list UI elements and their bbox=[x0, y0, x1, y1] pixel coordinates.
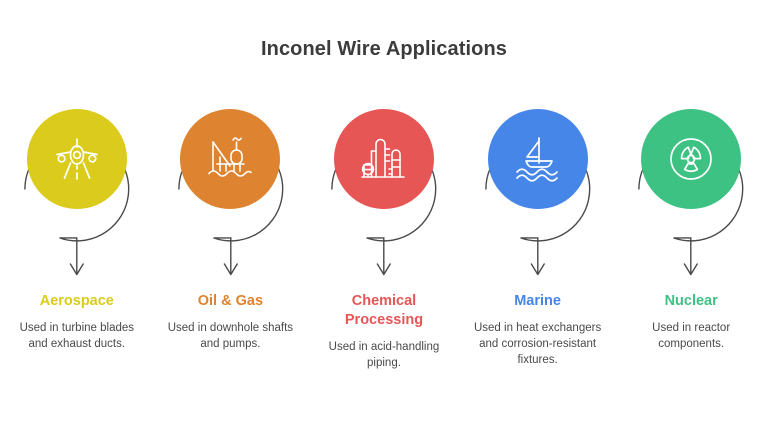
label-desc-nuclear: Used in reactor components. bbox=[652, 322, 731, 350]
radiation-trefoil-icon bbox=[670, 138, 713, 180]
icon-row bbox=[0, 92, 768, 287]
icon-disc-chemical-processing bbox=[333, 109, 434, 209]
node-oil-and-gas bbox=[154, 92, 308, 287]
page-title: Inconel Wire Applications bbox=[260, 38, 508, 60]
label-block-nuclear: Nuclear Used in reactor components. bbox=[614, 292, 768, 352]
node-nuclear bbox=[614, 92, 768, 287]
icon-disc-aerospace bbox=[26, 109, 127, 209]
icon-disc-oil-and-gas bbox=[180, 109, 281, 209]
label-row: Aerospace Used in turbine blades and exh… bbox=[0, 292, 768, 371]
icon-disc-marine bbox=[487, 109, 588, 209]
label-block-chemical-processing: Chemical Processing Used in acid-handlin… bbox=[307, 292, 461, 371]
column-chemical-processing[interactable] bbox=[307, 92, 461, 287]
icon-disc-nuclear bbox=[641, 109, 742, 209]
node-chemical-processing bbox=[307, 92, 461, 287]
offshore-oil-rig-icon bbox=[208, 137, 253, 177]
label-block-marine: Marine Used in heat exchangers and corro… bbox=[461, 292, 615, 368]
label-block-oil-and-gas: Oil & Gas Used in downhole shafts and pu… bbox=[154, 292, 308, 352]
airplane-front-icon bbox=[55, 138, 98, 180]
label-desc-marine: Used in heat exchangers and corrosion-re… bbox=[473, 322, 602, 366]
label-title-chemical-processing: Chemical Processing bbox=[344, 293, 424, 328]
label-title-oil-and-gas: Oil & Gas bbox=[197, 293, 264, 309]
column-nuclear[interactable] bbox=[614, 92, 768, 287]
column-aerospace[interactable] bbox=[0, 92, 154, 287]
label-block-aerospace: Aerospace Used in turbine blades and exh… bbox=[0, 292, 154, 352]
node-aerospace bbox=[0, 92, 154, 287]
label-title-marine: Marine bbox=[514, 293, 561, 309]
label-title-aerospace: Aerospace bbox=[39, 293, 114, 309]
label-desc-chemical-processing: Used in acid-handling piping. bbox=[328, 341, 440, 369]
label-desc-oil-and-gas: Used in downhole shafts and pumps. bbox=[167, 322, 294, 350]
refinery-towers-icon bbox=[361, 138, 405, 178]
label-desc-aerospace: Used in turbine blades and exhaust ducts… bbox=[19, 322, 135, 350]
node-marine bbox=[461, 92, 615, 287]
column-marine[interactable] bbox=[461, 92, 615, 287]
sailboat-waves-icon bbox=[515, 137, 558, 182]
column-oil-and-gas[interactable] bbox=[154, 92, 308, 287]
label-title-nuclear: Nuclear bbox=[664, 293, 718, 309]
